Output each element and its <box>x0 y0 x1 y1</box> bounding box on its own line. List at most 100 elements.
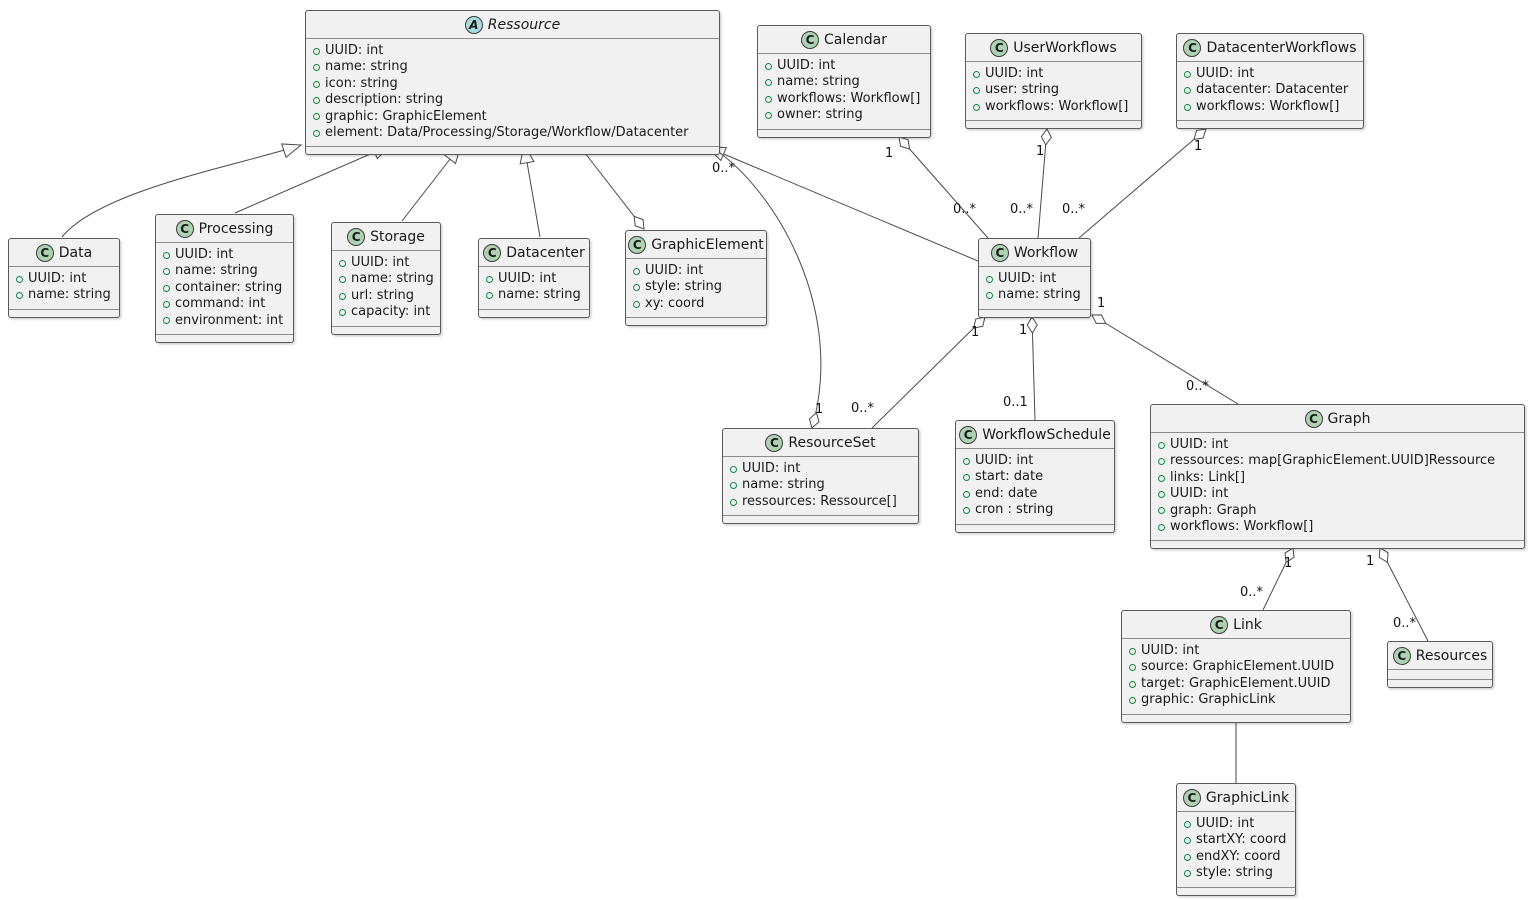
field-visibility-icon <box>339 308 346 316</box>
multiplicity-label: 1 <box>1097 296 1105 311</box>
attribute-row: links: Link[] <box>1158 470 1516 486</box>
field-visibility-icon <box>963 506 970 514</box>
class-icon: C <box>35 243 54 262</box>
attribute-row: name: string <box>339 271 434 287</box>
attribute-row: name: string <box>486 287 581 303</box>
attribute-row: start: date <box>963 469 1106 485</box>
edge-processing-extends-ressource <box>234 144 392 214</box>
field-visibility-icon <box>313 129 320 137</box>
field-visibility-icon <box>1184 869 1191 877</box>
field-visibility-icon <box>339 276 346 284</box>
attribute-text: environment: int <box>175 312 284 328</box>
attribute-row: name: string <box>16 287 111 303</box>
multiplicity-label: 1 <box>1019 323 1027 338</box>
edge-graphicelement-aggregates-ressource <box>577 143 645 230</box>
attribute-text: start: date <box>975 469 1044 485</box>
attribute-text: UUID: int <box>175 247 234 262</box>
attribute-row: icon: string <box>313 76 711 92</box>
attribute-text: name: string <box>498 287 581 303</box>
field-visibility-icon <box>1129 696 1136 704</box>
field-visibility-icon <box>1184 837 1191 845</box>
attribute-row: UUID: int <box>1184 816 1287 832</box>
field-visibility-icon <box>973 103 980 111</box>
field-visibility-icon <box>1158 507 1165 515</box>
attribute-row: environment: int <box>163 313 285 329</box>
field-visibility-icon <box>1158 523 1165 531</box>
attribute-text: name: string <box>175 263 258 279</box>
aggregation-diamond-icon <box>808 411 820 429</box>
attribute-row: name: string <box>313 59 711 75</box>
edge-workflow-aggregates-graph <box>1091 314 1239 405</box>
attribute-text: command: int <box>175 296 266 312</box>
attribute-text: target: GraphicElement.UUID <box>1141 675 1331 691</box>
aggregation-diamond-icon <box>1040 128 1052 146</box>
class-icon: C <box>1183 38 1202 57</box>
methods-compartment <box>723 515 918 523</box>
field-visibility-icon <box>1184 103 1191 111</box>
methods-compartment <box>1388 679 1492 687</box>
attribute-row: graphic: GraphicElement <box>313 109 711 125</box>
attribute-row: end: date <box>963 486 1106 502</box>
attribute-row: container: string <box>163 280 285 296</box>
field-visibility-icon <box>973 87 980 95</box>
class-name: Workflow <box>1013 244 1079 261</box>
aggregation-diamond-icon <box>1091 314 1107 324</box>
attribute-row: cron : string <box>963 502 1106 518</box>
attribute-row: ressources: map[GraphicElement.UUID]Ress… <box>1158 453 1516 469</box>
attribute-row: endXY: coord <box>1184 849 1287 865</box>
multiplicity-label: 0..* <box>1186 379 1210 394</box>
class-icon: C <box>801 30 820 49</box>
attribute-text: UUID: int <box>1196 816 1255 831</box>
multiplicity-label: 1 <box>1036 144 1044 159</box>
field-visibility-icon <box>963 474 970 482</box>
attribute-row: UUID: int <box>986 271 1082 287</box>
attribute-text: end: date <box>975 485 1038 501</box>
methods-compartment <box>306 146 719 154</box>
attribute-text: UUID: int <box>645 263 704 278</box>
attribute-text: datacenter: Datacenter <box>1196 82 1349 98</box>
class-icon: C <box>765 433 784 452</box>
class-icon: C <box>990 38 1009 57</box>
attribute-text: name: string <box>998 287 1081 303</box>
attribute-row: UUID: int <box>16 271 111 287</box>
field-visibility-icon <box>163 251 170 259</box>
attribute-row: xy: coord <box>633 296 758 312</box>
field-visibility-icon <box>163 268 170 276</box>
attribute-row: style: string <box>1184 865 1287 881</box>
attribute-row: workflows: Workflow[] <box>1184 99 1355 115</box>
field-visibility-icon <box>1129 664 1136 672</box>
attribute-text: icon: string <box>325 75 398 91</box>
class-name: GraphicElement <box>651 236 764 253</box>
attribute-row: command: int <box>163 296 285 312</box>
